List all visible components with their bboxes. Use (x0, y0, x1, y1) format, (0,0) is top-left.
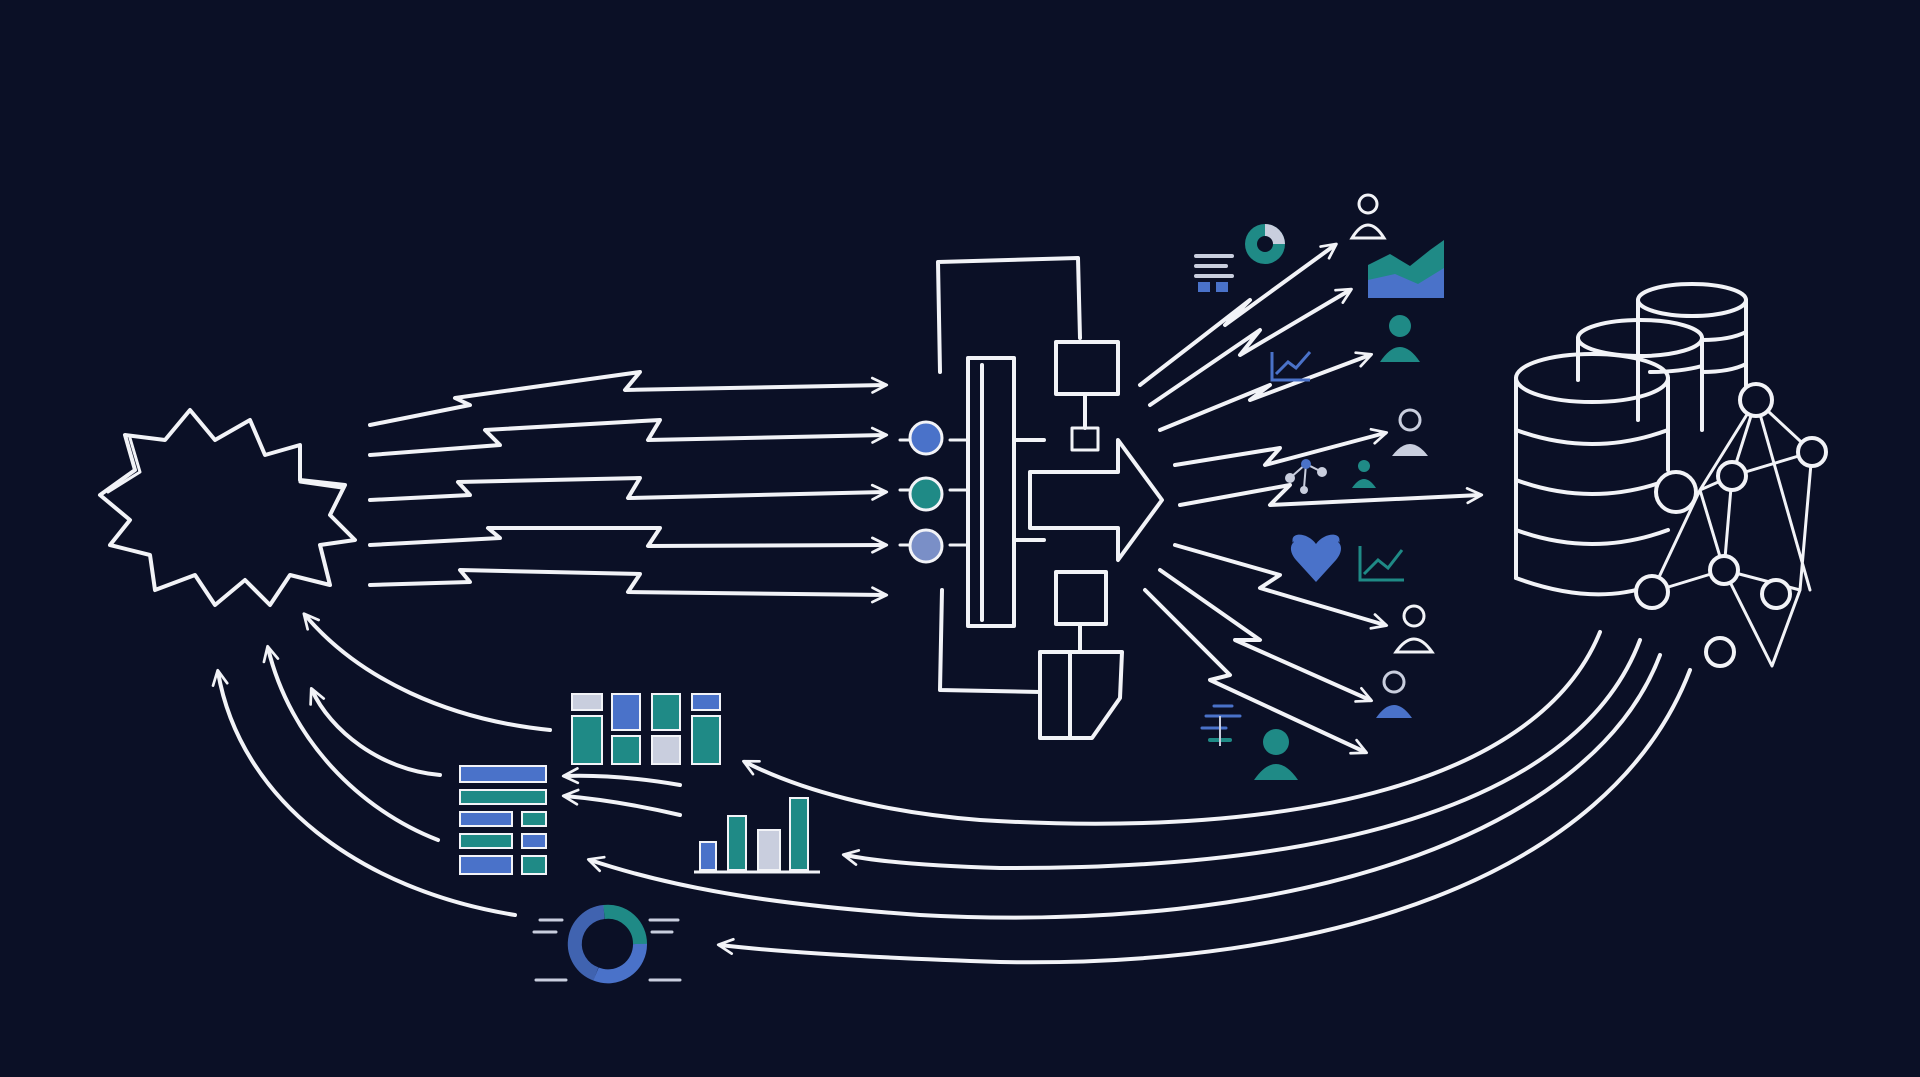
feedback-arrow-4 (716, 668, 1692, 965)
input-node-teal (908, 476, 944, 512)
feedback-arrow-1 (742, 630, 1602, 826)
engine-bottom-loop (938, 588, 1042, 694)
engine-block-top (1054, 340, 1120, 396)
database-cluster-node (1514, 282, 1828, 668)
bar-list-icon (459, 765, 547, 875)
starburst-cloud-icon (98, 408, 357, 607)
output-arrow-6 (1173, 543, 1389, 630)
user-icon (1349, 193, 1387, 240)
input-arrow-3 (368, 476, 889, 502)
chaotic-source-node (98, 408, 357, 607)
engine-top-loop (936, 256, 1082, 374)
list-icon (1194, 254, 1234, 292)
network-icon (1285, 459, 1327, 494)
return-arrow-1 (302, 612, 552, 732)
column-chart-icon (694, 797, 820, 874)
feedback-arrow-2 (841, 638, 1642, 871)
output-arrow-2 (1148, 287, 1353, 407)
feedback-arrows (561, 630, 1692, 965)
pie-chart-icon (1245, 224, 1285, 264)
user-outline-icon (1393, 604, 1435, 654)
processing-engine-node (898, 256, 1164, 740)
output-widgets (1194, 193, 1444, 780)
database-middle-icon (1576, 318, 1704, 432)
output-arrow-5 (1178, 483, 1484, 507)
input-node-blue (908, 420, 944, 456)
output-arrow-1 (1138, 242, 1338, 387)
area-chart-icon (1368, 240, 1444, 298)
engine-column (966, 356, 1016, 628)
engine-output-arrow (1028, 438, 1164, 562)
heart-icon (1290, 534, 1342, 582)
return-arrow-3 (262, 644, 440, 842)
output-arrows (1138, 242, 1484, 755)
input-lanes (368, 370, 889, 604)
output-arrow-4 (1173, 427, 1389, 467)
database-back-icon (1636, 282, 1748, 422)
feedback-arrow-5 (561, 788, 682, 817)
return-arrow-2 (309, 687, 442, 777)
return-arrows (211, 612, 682, 917)
user-small-teal-icon (1352, 460, 1376, 488)
user-teal-large-icon (1254, 729, 1298, 780)
return-arrow-5 (561, 767, 682, 787)
engine-block-base (1038, 650, 1124, 740)
tile-grid-icon (571, 693, 721, 765)
input-arrow-1 (368, 370, 889, 427)
user-blue-icon (1376, 670, 1412, 718)
output-arrow-8 (1143, 588, 1368, 755)
user-teal-icon (1380, 315, 1420, 362)
input-arrow-5 (368, 568, 889, 604)
input-node-slate (908, 528, 944, 564)
line-chart-icon (1270, 351, 1312, 382)
database-front-icon (1514, 352, 1670, 597)
user-gray-icon (1392, 408, 1428, 456)
donut-chart-icon (532, 904, 682, 984)
output-arrow-7 (1158, 568, 1373, 703)
return-arrow-4 (211, 668, 517, 917)
input-arrow-4 (368, 526, 889, 554)
output-arrow-3 (1158, 351, 1374, 432)
feedback-widgets-node (459, 693, 820, 984)
org-chart-icon (1200, 704, 1242, 746)
input-arrow-2 (368, 418, 889, 457)
engine-block-bottom (1054, 570, 1108, 626)
network-graph-icon (1634, 382, 1828, 668)
trend-chart-icon (1358, 546, 1404, 582)
feedback-arrow-3 (586, 653, 1662, 920)
